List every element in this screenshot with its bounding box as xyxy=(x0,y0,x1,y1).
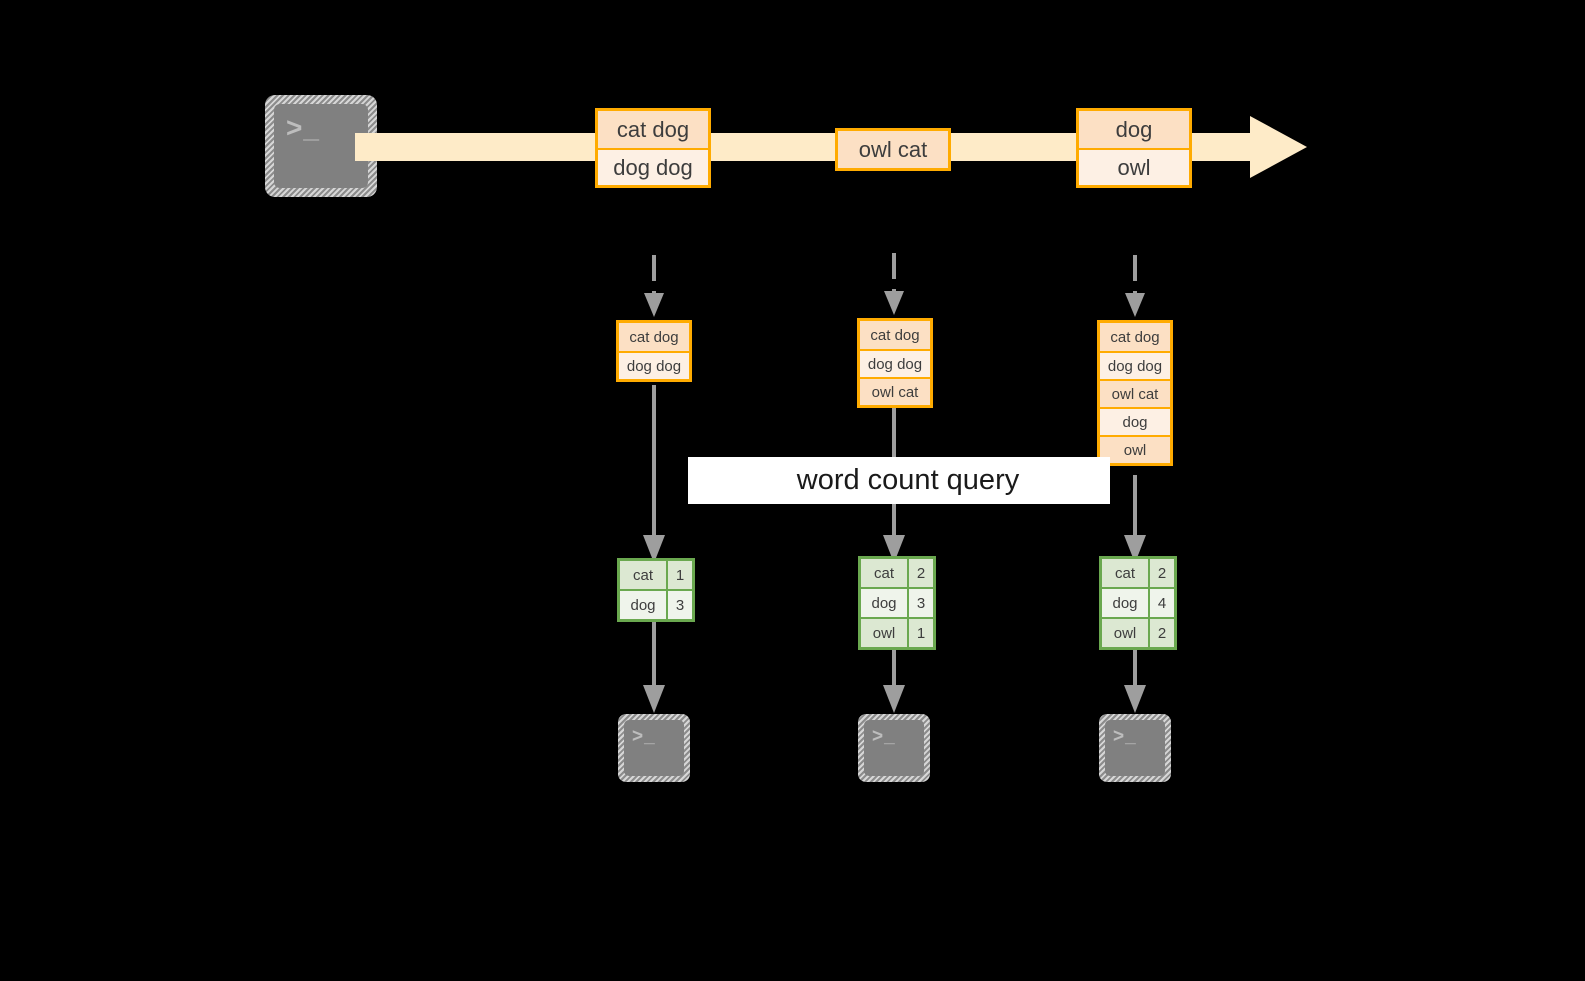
sink-terminal-icon-2: >_ xyxy=(858,714,930,782)
word-cell: owl xyxy=(1102,619,1148,647)
snapshot-line: dog dog xyxy=(1100,351,1170,379)
table-row: owl 2 xyxy=(1102,617,1174,647)
query-connector-1 xyxy=(643,385,665,563)
table-row: owl 1 xyxy=(861,617,933,647)
snapshot-line: owl xyxy=(1100,435,1170,463)
count-cell: 4 xyxy=(1148,589,1174,617)
query-connector-3 xyxy=(1124,475,1146,563)
snapshot-line: cat dog xyxy=(619,323,689,351)
count-cell: 3 xyxy=(666,591,692,619)
dashed-connector-1 xyxy=(644,255,664,317)
stream-record-group-1: cat dog dog dog xyxy=(595,108,711,188)
snapshot-line: dog xyxy=(1100,407,1170,435)
sink-connector-3 xyxy=(1124,650,1146,713)
count-cell: 1 xyxy=(666,561,692,589)
word-cell: dog xyxy=(620,591,666,619)
result-table-2: cat 2 dog 3 owl 1 xyxy=(858,556,936,650)
snapshot-line: owl cat xyxy=(860,377,930,405)
count-cell: 3 xyxy=(907,589,933,617)
sink-connector-1 xyxy=(643,620,665,713)
snapshot-line: dog dog xyxy=(619,351,689,379)
word-cell: cat xyxy=(620,561,666,589)
record-line: cat dog xyxy=(598,111,708,148)
table-row: cat 1 xyxy=(620,561,692,589)
terminal-screen: >_ xyxy=(1105,720,1165,776)
dashed-connector-3 xyxy=(1125,255,1145,317)
word-cell: dog xyxy=(861,589,907,617)
table-row: dog 3 xyxy=(620,589,692,619)
result-table-3: cat 2 dog 4 owl 2 xyxy=(1099,556,1177,650)
count-cell: 2 xyxy=(1148,559,1174,587)
stream-arrow-icon xyxy=(355,116,1307,178)
terminal-prompt-glyph: >_ xyxy=(286,112,320,143)
count-cell: 2 xyxy=(1148,619,1174,647)
table-row: dog 3 xyxy=(861,587,933,617)
record-line: dog dog xyxy=(598,148,708,185)
snapshot-line: dog dog xyxy=(860,349,930,377)
word-cell: cat xyxy=(861,559,907,587)
snapshot-input-3: cat dog dog dog owl cat dog owl xyxy=(1097,320,1173,466)
dashed-connector-2 xyxy=(884,253,904,315)
stream-record-group-3: dog owl xyxy=(1076,108,1192,188)
terminal-screen: >_ xyxy=(274,104,368,188)
query-banner: word count query xyxy=(688,457,1110,504)
sink-connector-2 xyxy=(883,650,905,713)
sink-terminal-icon-3: >_ xyxy=(1099,714,1171,782)
record-line: dog xyxy=(1079,111,1189,148)
terminal-prompt-glyph: >_ xyxy=(632,726,656,747)
word-cell: cat xyxy=(1102,559,1148,587)
word-cell: owl xyxy=(861,619,907,647)
query-banner-label: word count query xyxy=(796,464,1020,496)
count-cell: 1 xyxy=(907,619,933,647)
terminal-screen: >_ xyxy=(864,720,924,776)
result-table-1: cat 1 dog 3 xyxy=(617,558,695,622)
table-row: cat 2 xyxy=(861,559,933,587)
terminal-screen: >_ xyxy=(624,720,684,776)
snapshot-input-1: cat dog dog dog xyxy=(616,320,692,382)
record-line: owl cat xyxy=(838,131,948,168)
table-row: dog 4 xyxy=(1102,587,1174,617)
snapshot-line: cat dog xyxy=(860,321,930,349)
stream-record-group-2: owl cat xyxy=(835,128,951,171)
snapshot-input-2: cat dog dog dog owl cat xyxy=(857,318,933,408)
count-cell: 2 xyxy=(907,559,933,587)
table-row: cat 2 xyxy=(1102,559,1174,587)
snapshot-line: owl cat xyxy=(1100,379,1170,407)
record-line: owl xyxy=(1079,148,1189,185)
word-cell: dog xyxy=(1102,589,1148,617)
terminal-prompt-glyph: >_ xyxy=(1113,726,1137,747)
snapshot-line: cat dog xyxy=(1100,323,1170,351)
sink-terminal-icon-1: >_ xyxy=(618,714,690,782)
terminal-prompt-glyph: >_ xyxy=(872,726,896,747)
